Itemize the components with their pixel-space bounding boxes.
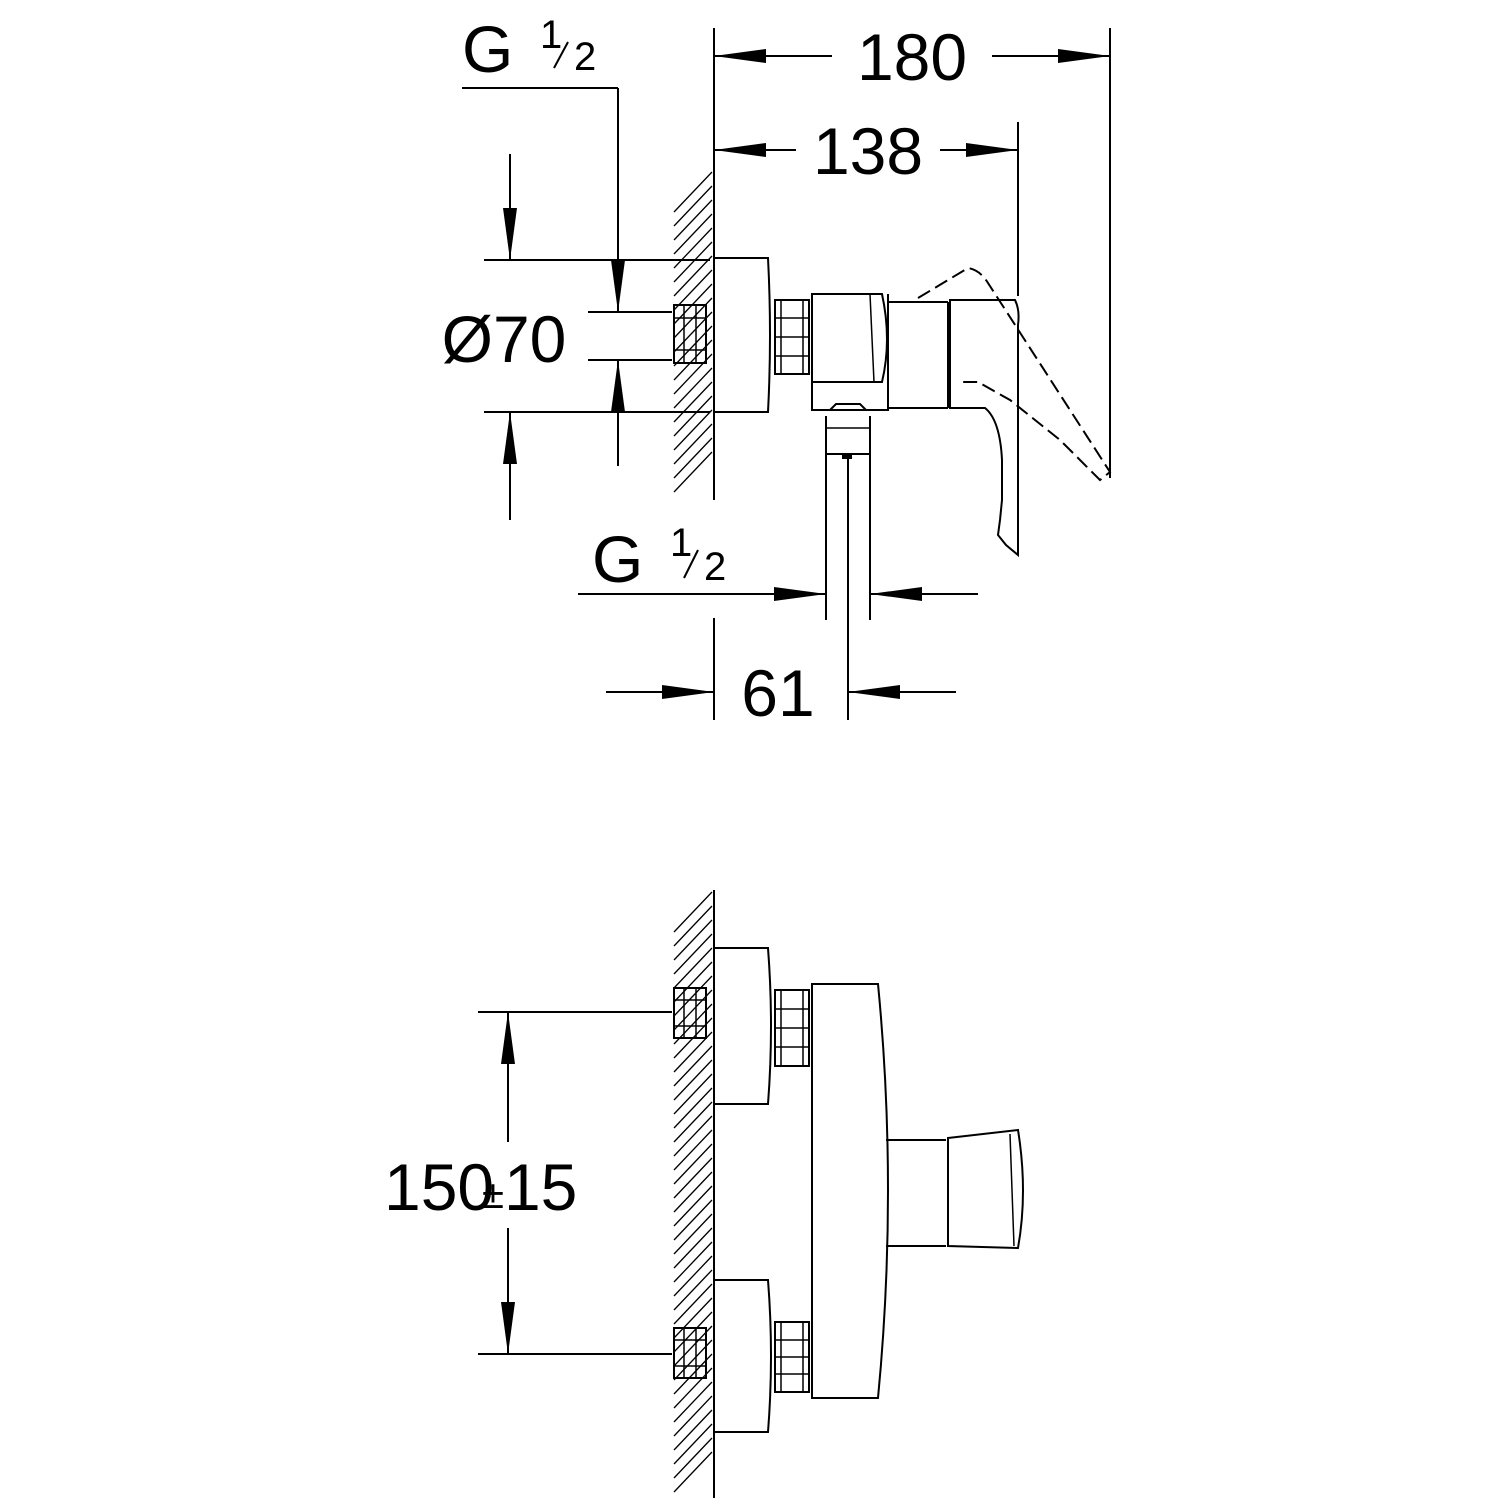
wall-hatch-line (673, 269, 713, 311)
wall-hatch-line (673, 905, 713, 947)
wall-hatch-line (673, 1297, 713, 1339)
outlet-thread-label: G 1 2 (592, 521, 726, 596)
side-body (811, 293, 949, 411)
wall-hatch-line (673, 1143, 713, 1185)
dim-61 (606, 458, 956, 720)
dim-150-label: 150 ±15 (384, 1150, 577, 1224)
wall-hatch-line (673, 423, 713, 465)
wall-hatch-line (673, 1157, 713, 1199)
wall-hatch-line (673, 1213, 713, 1255)
wall-hatch-line (673, 961, 713, 1003)
dim-150-tolerance-sign: ±15 (482, 1150, 577, 1224)
tolerance-value: 15 (504, 1150, 577, 1224)
side-lever (949, 299, 1020, 558)
wall-hatch-line (673, 1395, 713, 1437)
front-view: 150 ±15 (384, 890, 1024, 1498)
side-nut (774, 299, 810, 375)
wall-hatch-line (673, 171, 713, 213)
wall-hatch-line (673, 1311, 713, 1353)
dim-diameter-70 (484, 154, 710, 520)
wall-hatch-line (673, 1115, 713, 1157)
dim-outlet-thread (578, 587, 978, 601)
wall-hatch-line (673, 1045, 713, 1087)
wall-hatch-line (673, 1269, 713, 1311)
outlet-thread-numerator: 1 (670, 521, 692, 565)
wall-hatch-line (673, 1227, 713, 1269)
wall-hatch-line (673, 381, 713, 423)
wall-hatch-line (673, 1199, 713, 1241)
wall-hatch-line (673, 395, 713, 437)
wall-hatch-line (673, 1129, 713, 1171)
wall-hatch-line (673, 437, 713, 479)
dim-inlet-thread (462, 87, 672, 466)
wall-hatch-line (673, 1241, 713, 1283)
side-outlet (825, 403, 871, 620)
wall-hatch-line (673, 1073, 713, 1115)
wall-hatch-line (673, 409, 713, 451)
wall-hatch-line (673, 199, 713, 241)
inlet-thread-numerator: 1 (540, 13, 562, 57)
wall-hatch-line (673, 1059, 713, 1101)
wall-hatch-line (673, 1423, 713, 1465)
side-view: 180 138 Ø70 61 G 1 2 G 1 2 (442, 12, 1112, 730)
dim-150 (478, 1011, 672, 1355)
wall-hatch-line (673, 1409, 713, 1451)
dim-138 (714, 122, 1019, 296)
wall-hatch-line (673, 1087, 713, 1129)
wall-hatch-line (673, 367, 713, 409)
wall-hatch-line (673, 1381, 713, 1423)
front-body (811, 983, 889, 1399)
front-handle (886, 1128, 1024, 1250)
wall-hatch-line (673, 933, 713, 975)
wall-hatch-line (673, 213, 713, 255)
wall-hatch-line (673, 919, 713, 961)
wall-hatch-line (673, 1437, 713, 1479)
wall-hatch-line (673, 1451, 713, 1493)
dim-180 (713, 28, 1111, 478)
wall-hatch-line (673, 241, 713, 283)
outlet-thread-denominator: 2 (704, 545, 726, 589)
wall-hatch-line (673, 1171, 713, 1213)
dim-diameter-label: Ø70 (442, 302, 567, 376)
wall-hatch-line (673, 227, 713, 269)
inlet-thread-denominator: 2 (574, 35, 596, 79)
tolerance-sign: ± (482, 1173, 504, 1217)
side-inlet-stub (673, 304, 707, 364)
side-wall (673, 171, 715, 500)
front-inlet-lower (673, 1279, 810, 1433)
dim-150-value: 150 (384, 1150, 494, 1224)
inlet-thread-label: G 1 2 (462, 12, 596, 86)
wall-hatch-line (673, 947, 713, 989)
dim-61-label: 61 (741, 656, 814, 730)
wall-hatch-line (673, 1185, 713, 1227)
outlet-thread-prefix: G (592, 522, 643, 596)
front-wall (673, 890, 715, 1498)
front-inlet-upper (673, 947, 810, 1105)
wall-hatch-line (673, 1283, 713, 1325)
side-escutcheon (714, 257, 771, 413)
wall-hatch-line (673, 255, 713, 297)
dim-138-label: 138 (813, 114, 923, 188)
side-lever-alt-position (917, 266, 1112, 482)
wall-hatch-line (673, 975, 713, 1017)
wall-hatch-line (673, 891, 713, 933)
wall-hatch-line (673, 1101, 713, 1143)
wall-hatch-line (673, 1255, 713, 1297)
dim-180-label: 180 (857, 20, 967, 94)
wall-hatch-line (673, 451, 713, 493)
wall-hatch-line (673, 185, 713, 227)
inlet-thread-prefix: G (462, 12, 513, 86)
